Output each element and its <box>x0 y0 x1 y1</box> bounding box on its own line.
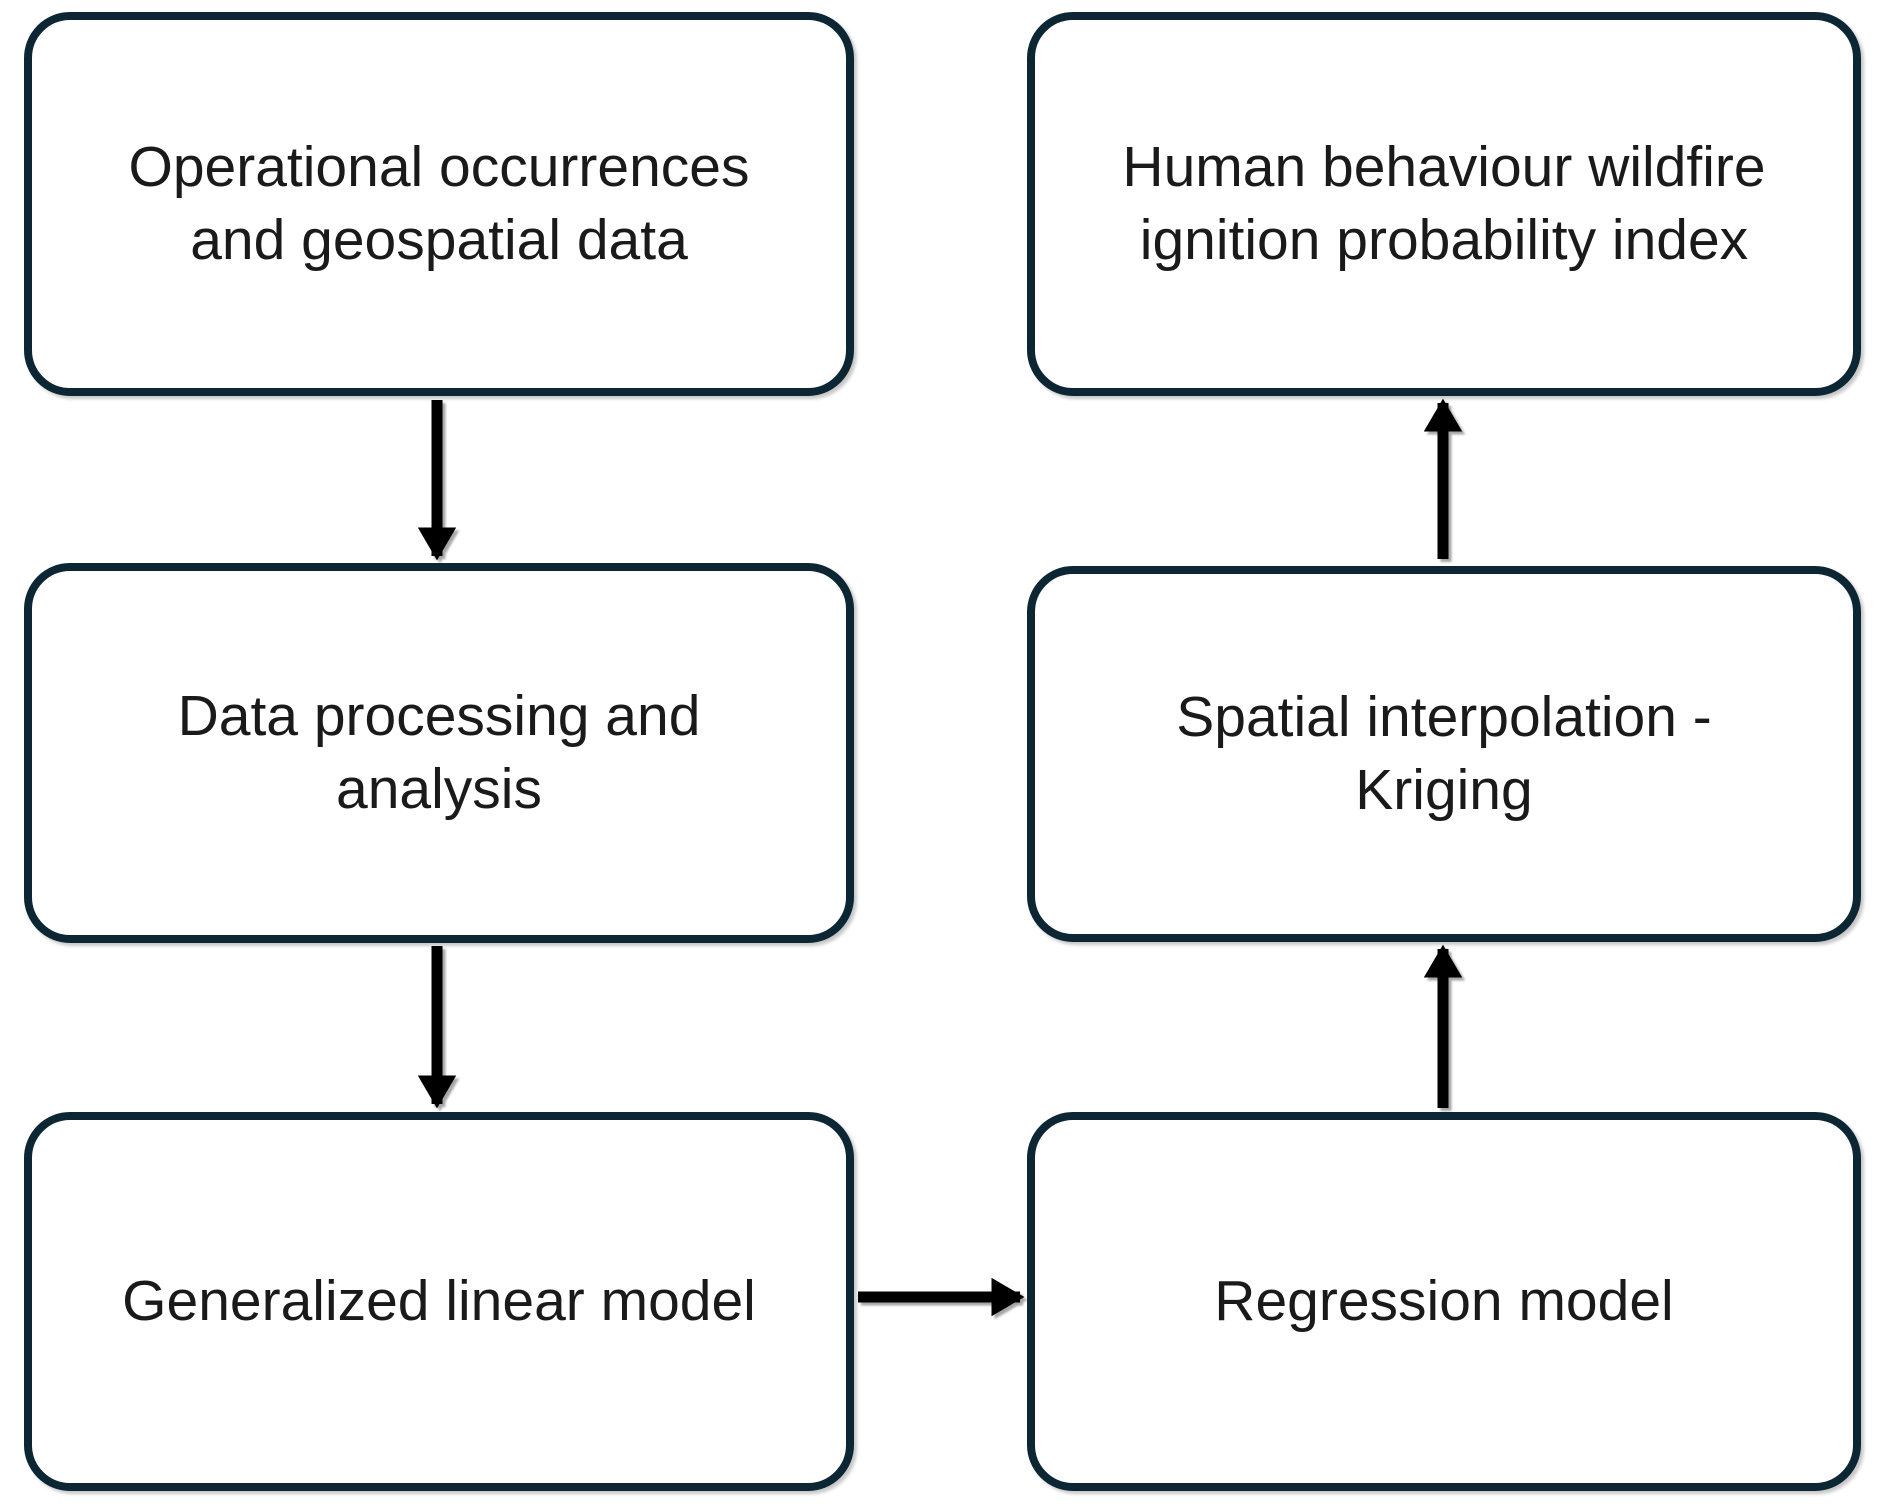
node-human-behaviour-index: Human behaviour wildfire ignition probab… <box>1027 12 1861 396</box>
node-label-spatial-interpolation-kriging: Spatial interpolation - Kriging <box>1176 685 1712 822</box>
node-operational-occurrences: Operational occurrences and geospatial d… <box>24 12 854 396</box>
node-label-generalized-linear-model: Generalized linear model <box>122 1269 756 1334</box>
node-label-regression-model: Regression model <box>1214 1269 1674 1334</box>
node-label-operational-occurrences: Operational occurrences and geospatial d… <box>128 135 750 272</box>
node-label-data-processing: Data processing and analysis <box>177 684 701 821</box>
node-spatial-interpolation-kriging: Spatial interpolation - Kriging <box>1027 566 1861 942</box>
node-regression-model: Regression model <box>1027 1112 1861 1491</box>
node-label-human-behaviour-index: Human behaviour wildfire ignition probab… <box>1122 135 1766 272</box>
node-data-processing: Data processing and analysis <box>24 563 854 943</box>
node-generalized-linear-model: Generalized linear model <box>24 1112 854 1491</box>
